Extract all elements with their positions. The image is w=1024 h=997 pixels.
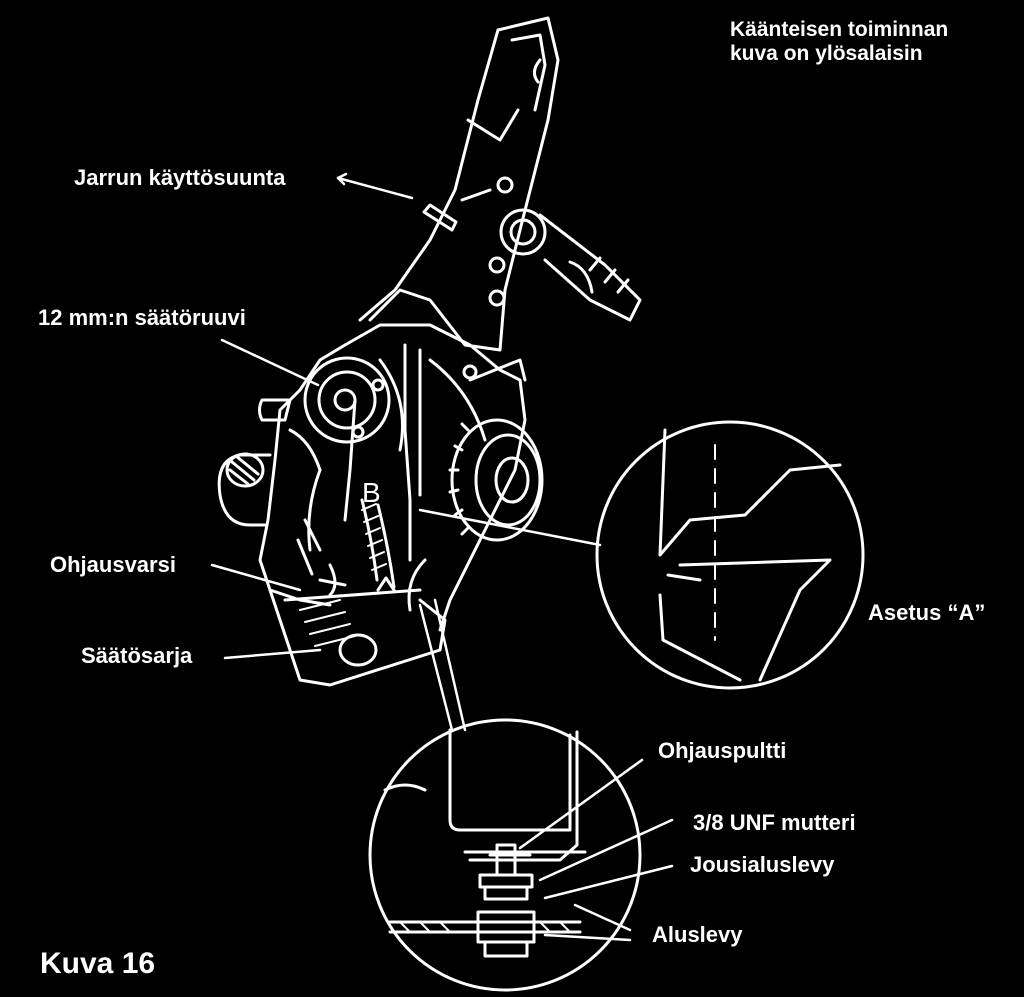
setting-a-label: Asetus “A” [868,600,986,625]
adjuster-arm [358,16,560,380]
part-letter-b: B [362,477,381,508]
adjuster-housing [258,323,527,632]
inverted-note-line2: kuva on ylösalaisin [730,42,923,65]
control-arm-slot [360,498,396,592]
washer-label: Aluslevy [652,922,743,947]
leader-lines [210,172,602,732]
unf-nut-label: 3/8 UNF mutteri [693,810,856,835]
inverted-note: Käänteisen toiminnan kuva on ylösalaisin [730,18,948,66]
detail-circle-guide-pin [368,718,642,992]
camshaft-tube [217,398,292,527]
inverted-note-line1: Käänteisen toiminnan [730,18,949,41]
figure-caption: Kuva 16 [40,947,156,980]
worm-gear [448,418,544,542]
bracket [268,563,447,687]
spring-washer-label: Jousialuslevy [690,852,835,877]
guide-pin-label: Ohjauspultti [658,738,787,763]
control-arm-label: Ohjausvarsi [50,552,176,577]
guide-pin-leaders [518,758,674,942]
detail-circle-setting-a [595,420,865,690]
adjust-bolt-head [303,356,391,444]
clevis-bolt [422,203,642,322]
brake-direction-label: Jarrun käyttösuunta [74,165,286,190]
adjust-kit-label: Säätösarja [81,643,193,668]
adjust-bolt-label: 12 mm:n säätöruuvi [38,305,246,330]
